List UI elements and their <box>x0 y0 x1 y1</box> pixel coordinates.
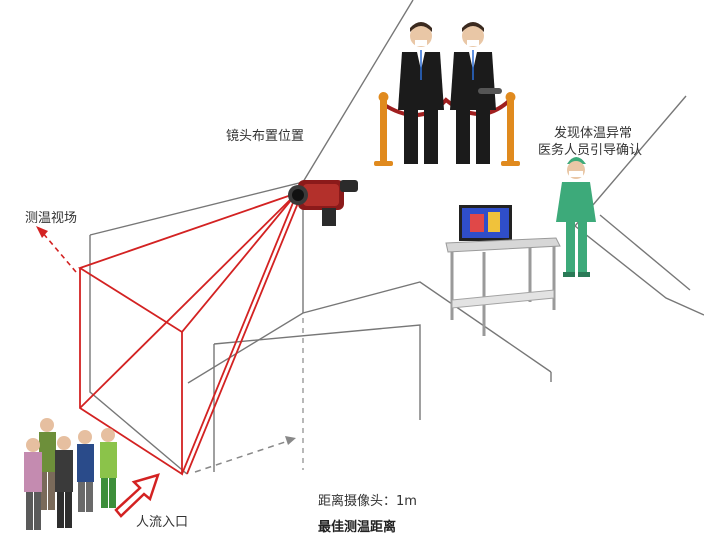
best-distance-label: 最佳测温距离 <box>318 520 397 535</box>
thermal-camera-icon <box>288 180 358 226</box>
medic-staff <box>556 157 596 277</box>
entrance-arrow-icon <box>114 473 160 518</box>
fever-alert-line1: 发现体温异常 <box>554 126 633 141</box>
monitor-table <box>445 205 561 336</box>
camera-position-label: 镜头布置位置 <box>226 129 305 144</box>
fever-alert-line2: 医务人员引导确认 <box>538 143 643 158</box>
entrance-label: 人流入口 <box>136 515 189 530</box>
distance-label: 距离摄像头：1m <box>318 494 417 509</box>
distance-indicator <box>194 318 304 473</box>
security-guards <box>374 22 520 166</box>
temp-fov-label: 测温视场 <box>25 211 78 226</box>
crowd-group <box>24 418 117 530</box>
fov-direction-arrow <box>36 226 77 273</box>
fov-box <box>77 191 301 476</box>
